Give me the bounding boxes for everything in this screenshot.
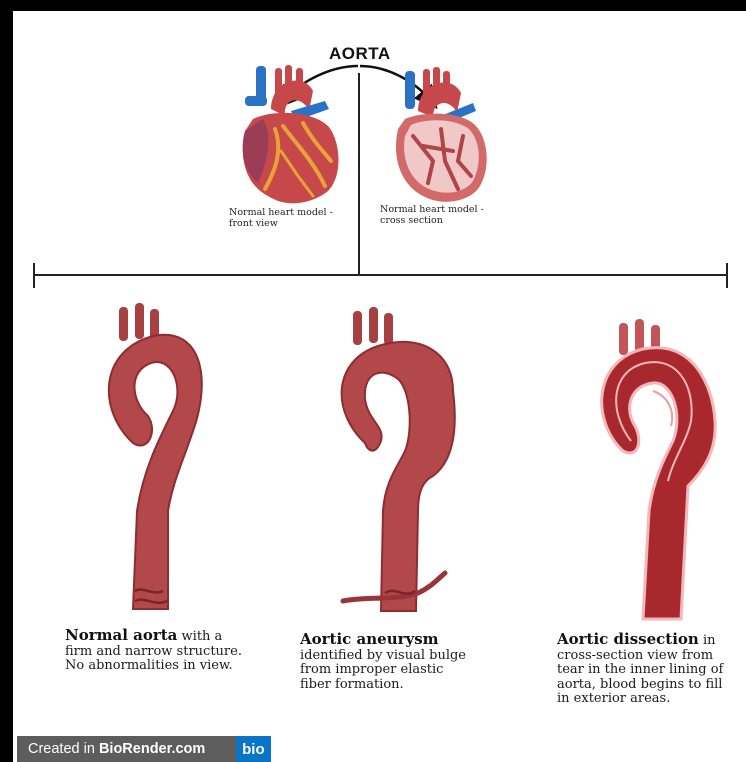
aortic-dissection-illustration (602, 319, 715, 619)
heart-cross-section-illustration (396, 67, 487, 202)
aneurysm-text: identified by visual bulge from improper… (300, 648, 466, 692)
aortic-aneurysm-illustration (342, 307, 455, 611)
dissection-description: Aortic dissection in cross-section view … (557, 632, 737, 707)
curved-arrow-icon (360, 66, 431, 101)
normal-aorta-illustration (109, 303, 202, 609)
badge-brand: BioRender.com (99, 741, 205, 757)
dissection-label: Aortic dissection (557, 630, 699, 648)
badge-text: Created in BioRender.com (17, 741, 236, 757)
connector-lines (33, 73, 728, 288)
normal-aorta-label: Normal aorta (65, 626, 177, 644)
normal-aorta-description: Normal aorta with a firm and narrow stru… (65, 628, 245, 674)
heart-front-caption: Normal heart model - front view (229, 207, 333, 229)
badge-prefix: Created in (28, 741, 99, 757)
heart-front-view-illustration (243, 65, 339, 203)
biorender-logo-icon: bio (236, 736, 271, 762)
aneurysm-label: Aortic aneurysm (300, 630, 439, 648)
diagram-title: AORTA (329, 44, 391, 64)
biorender-badge[interactable]: Created in BioRender.com bio (17, 736, 271, 762)
heart-cross-caption: Normal heart model - cross section (380, 204, 484, 226)
diagram-frame: AORTA Normal heart model - front view No… (13, 11, 746, 762)
